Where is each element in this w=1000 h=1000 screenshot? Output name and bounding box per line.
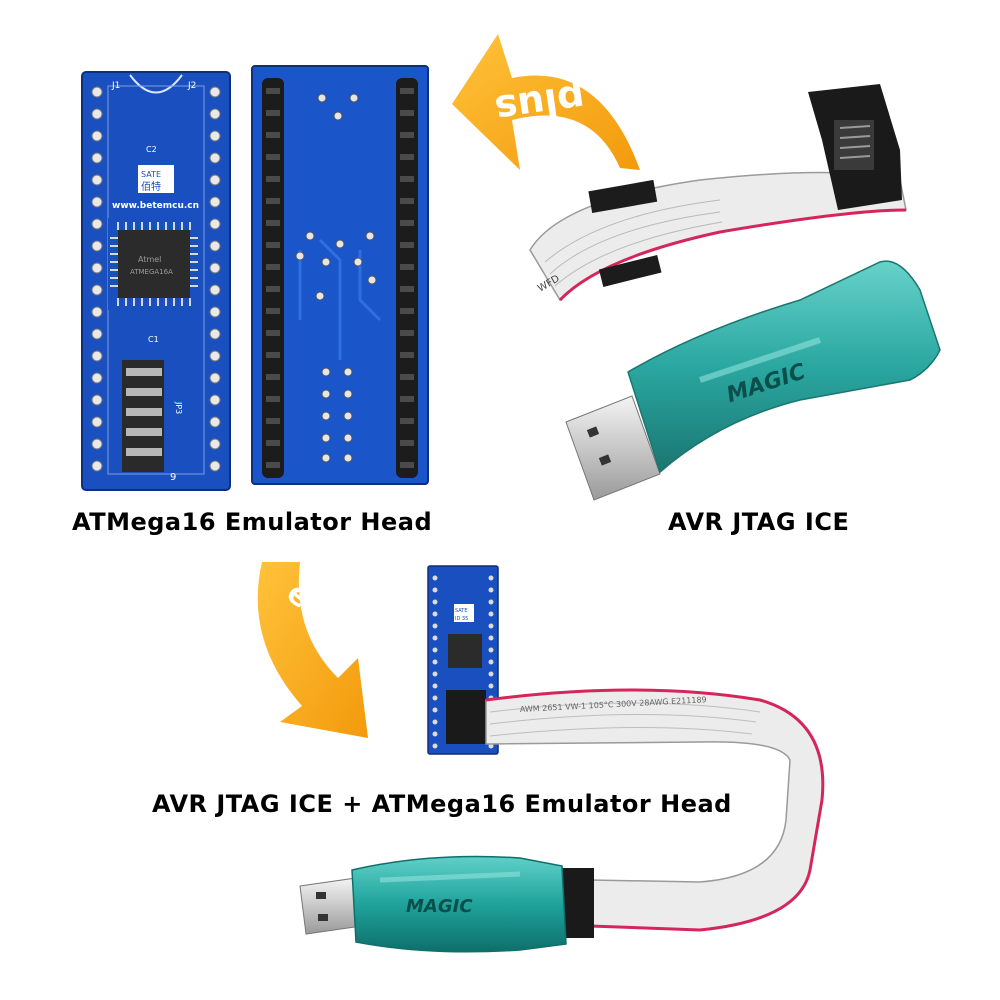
small-logo: SATE	[455, 608, 468, 614]
c1-label: C1	[148, 335, 159, 344]
j1-label: J1	[111, 81, 120, 91]
combined-board: SATE ID 35	[427, 565, 499, 755]
emulator-head-caption: ATMega16 Emulator Head	[72, 508, 433, 536]
jtag-ice-caption: AVR JTAG ICE	[668, 508, 850, 536]
emulator-head-bottom-board	[251, 65, 429, 485]
chip-brand: Atmel	[138, 255, 161, 264]
emulator-head-top-board: J1 J2 C2 SATE 佰特 www.betemcu.cn Atmel AT…	[81, 71, 231, 491]
combined-caption: AVR JTAG ICE + ATMega16 Emulator Head	[152, 790, 732, 818]
small-id: ID 35	[455, 616, 468, 622]
jp3-label: JP3	[174, 401, 183, 414]
pin-label: 9	[170, 472, 176, 483]
plus-arrow: plus	[452, 34, 640, 170]
logo-text: SATE	[141, 170, 161, 179]
chip-model: ATMEGA16A	[130, 268, 173, 276]
c2-label: C2	[146, 145, 157, 154]
jtag-ice-device: MAGIC	[565, 260, 941, 501]
equals-arrow: equals	[257, 562, 388, 738]
ice-logo-bottom: MAGIC	[406, 896, 473, 917]
ribbon-cable: WFD	[529, 84, 907, 302]
long-ribbon-cable: AWM 2651 VW-1 105°C 300V 28AWG E211189	[485, 688, 825, 932]
logo-cn: 佰特	[141, 180, 161, 193]
brand-url: www.betemcu.cn	[112, 201, 199, 211]
jtag-ice-device-bottom: MAGIC	[299, 855, 594, 953]
j2-label: J2	[187, 81, 196, 91]
